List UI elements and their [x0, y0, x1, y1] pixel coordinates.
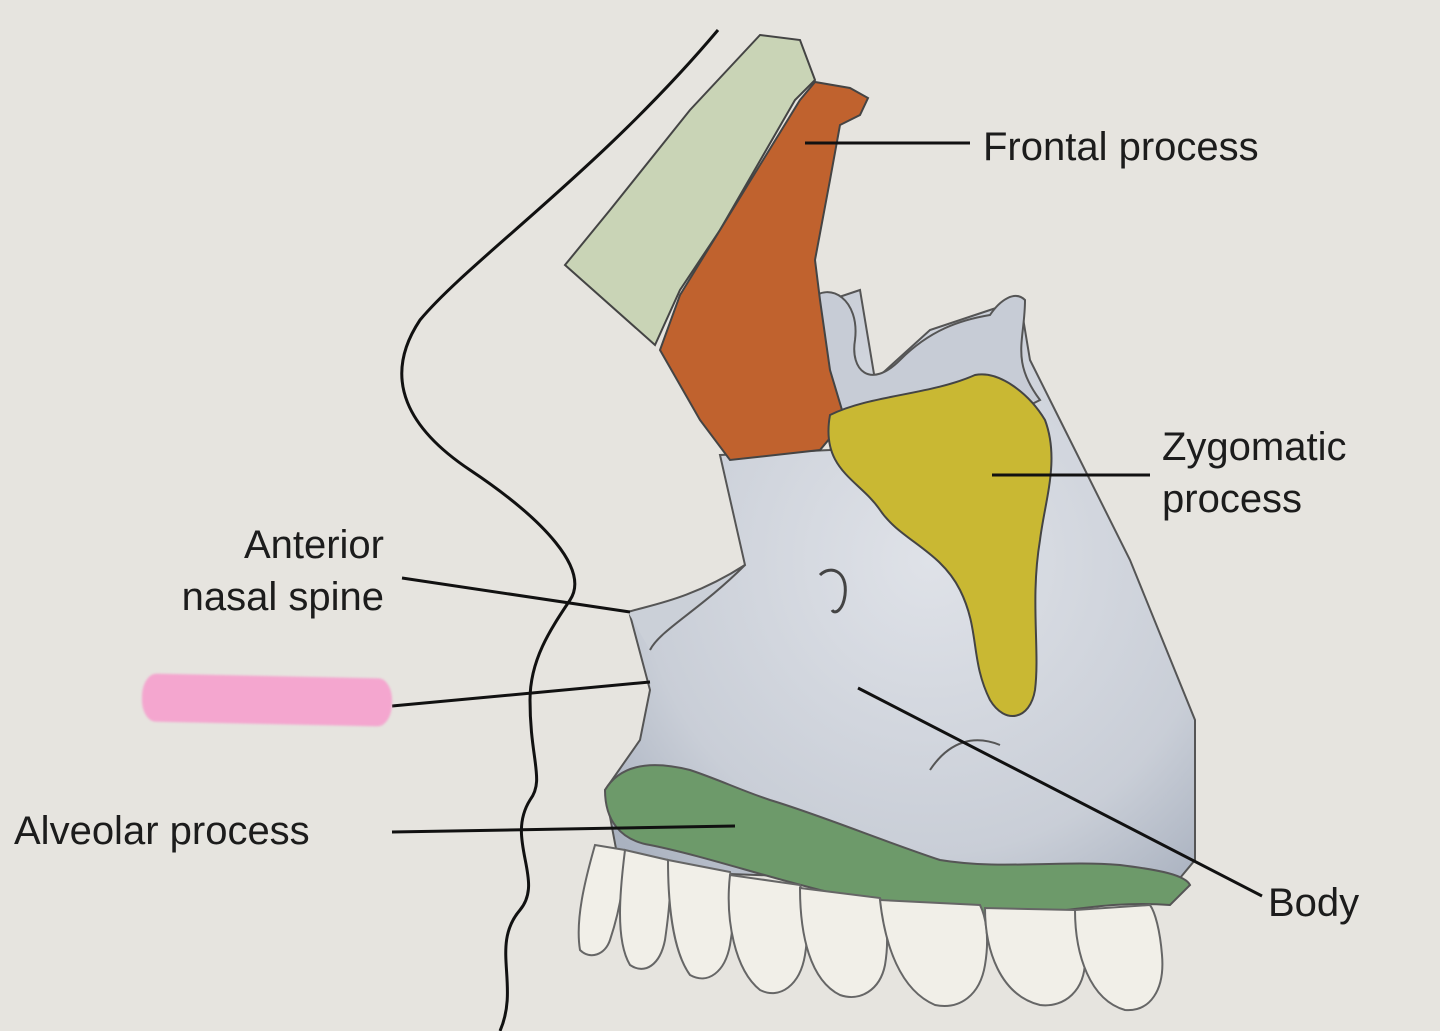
- tooth-2: [619, 848, 672, 970]
- nasal-bone-shape: [563, 33, 817, 347]
- pink-highlighter-redaction: [141, 673, 393, 727]
- tooth-7: [983, 906, 1087, 1007]
- infraorbital-foramen-shape: [818, 568, 847, 614]
- tooth-3: [666, 858, 735, 980]
- tooth-6: [878, 898, 989, 1007]
- alveolar-process-shape: [603, 764, 1192, 917]
- label-zygomatic-process-line1: Zygomatic: [1162, 425, 1347, 469]
- teeth-group: [577, 843, 1164, 1012]
- label-alveolar-process: Alveolar process: [14, 809, 310, 853]
- anterior-nasal-spine-shape: [627, 564, 746, 651]
- tooth-1: [577, 843, 627, 957]
- label-anterior-nasal-spine-line1: Anterior: [243, 523, 384, 567]
- label-zygomatic-process-line2: process: [1162, 477, 1303, 521]
- tooth-8: [1073, 903, 1164, 1012]
- leader-line-anterior-nasal-spine: [401, 576, 631, 614]
- frontal-process-shape: [658, 80, 870, 462]
- leader-line-body: [857, 686, 1263, 898]
- tooth-5: [798, 886, 889, 998]
- tooth-4: [727, 873, 809, 995]
- leader-lines: [391, 141, 1263, 898]
- label-frontal-process: Frontal process: [983, 125, 1259, 169]
- label-body: Body: [1268, 881, 1360, 925]
- face-profile-outline: [400, 29, 720, 1031]
- leader-line-redacted-label: [391, 680, 651, 708]
- zygomatic-process-shape: [827, 373, 1053, 717]
- leader-line-alveolar-process: [391, 824, 736, 834]
- label-anterior-nasal-spine-line2: nasal spine: [181, 575, 384, 619]
